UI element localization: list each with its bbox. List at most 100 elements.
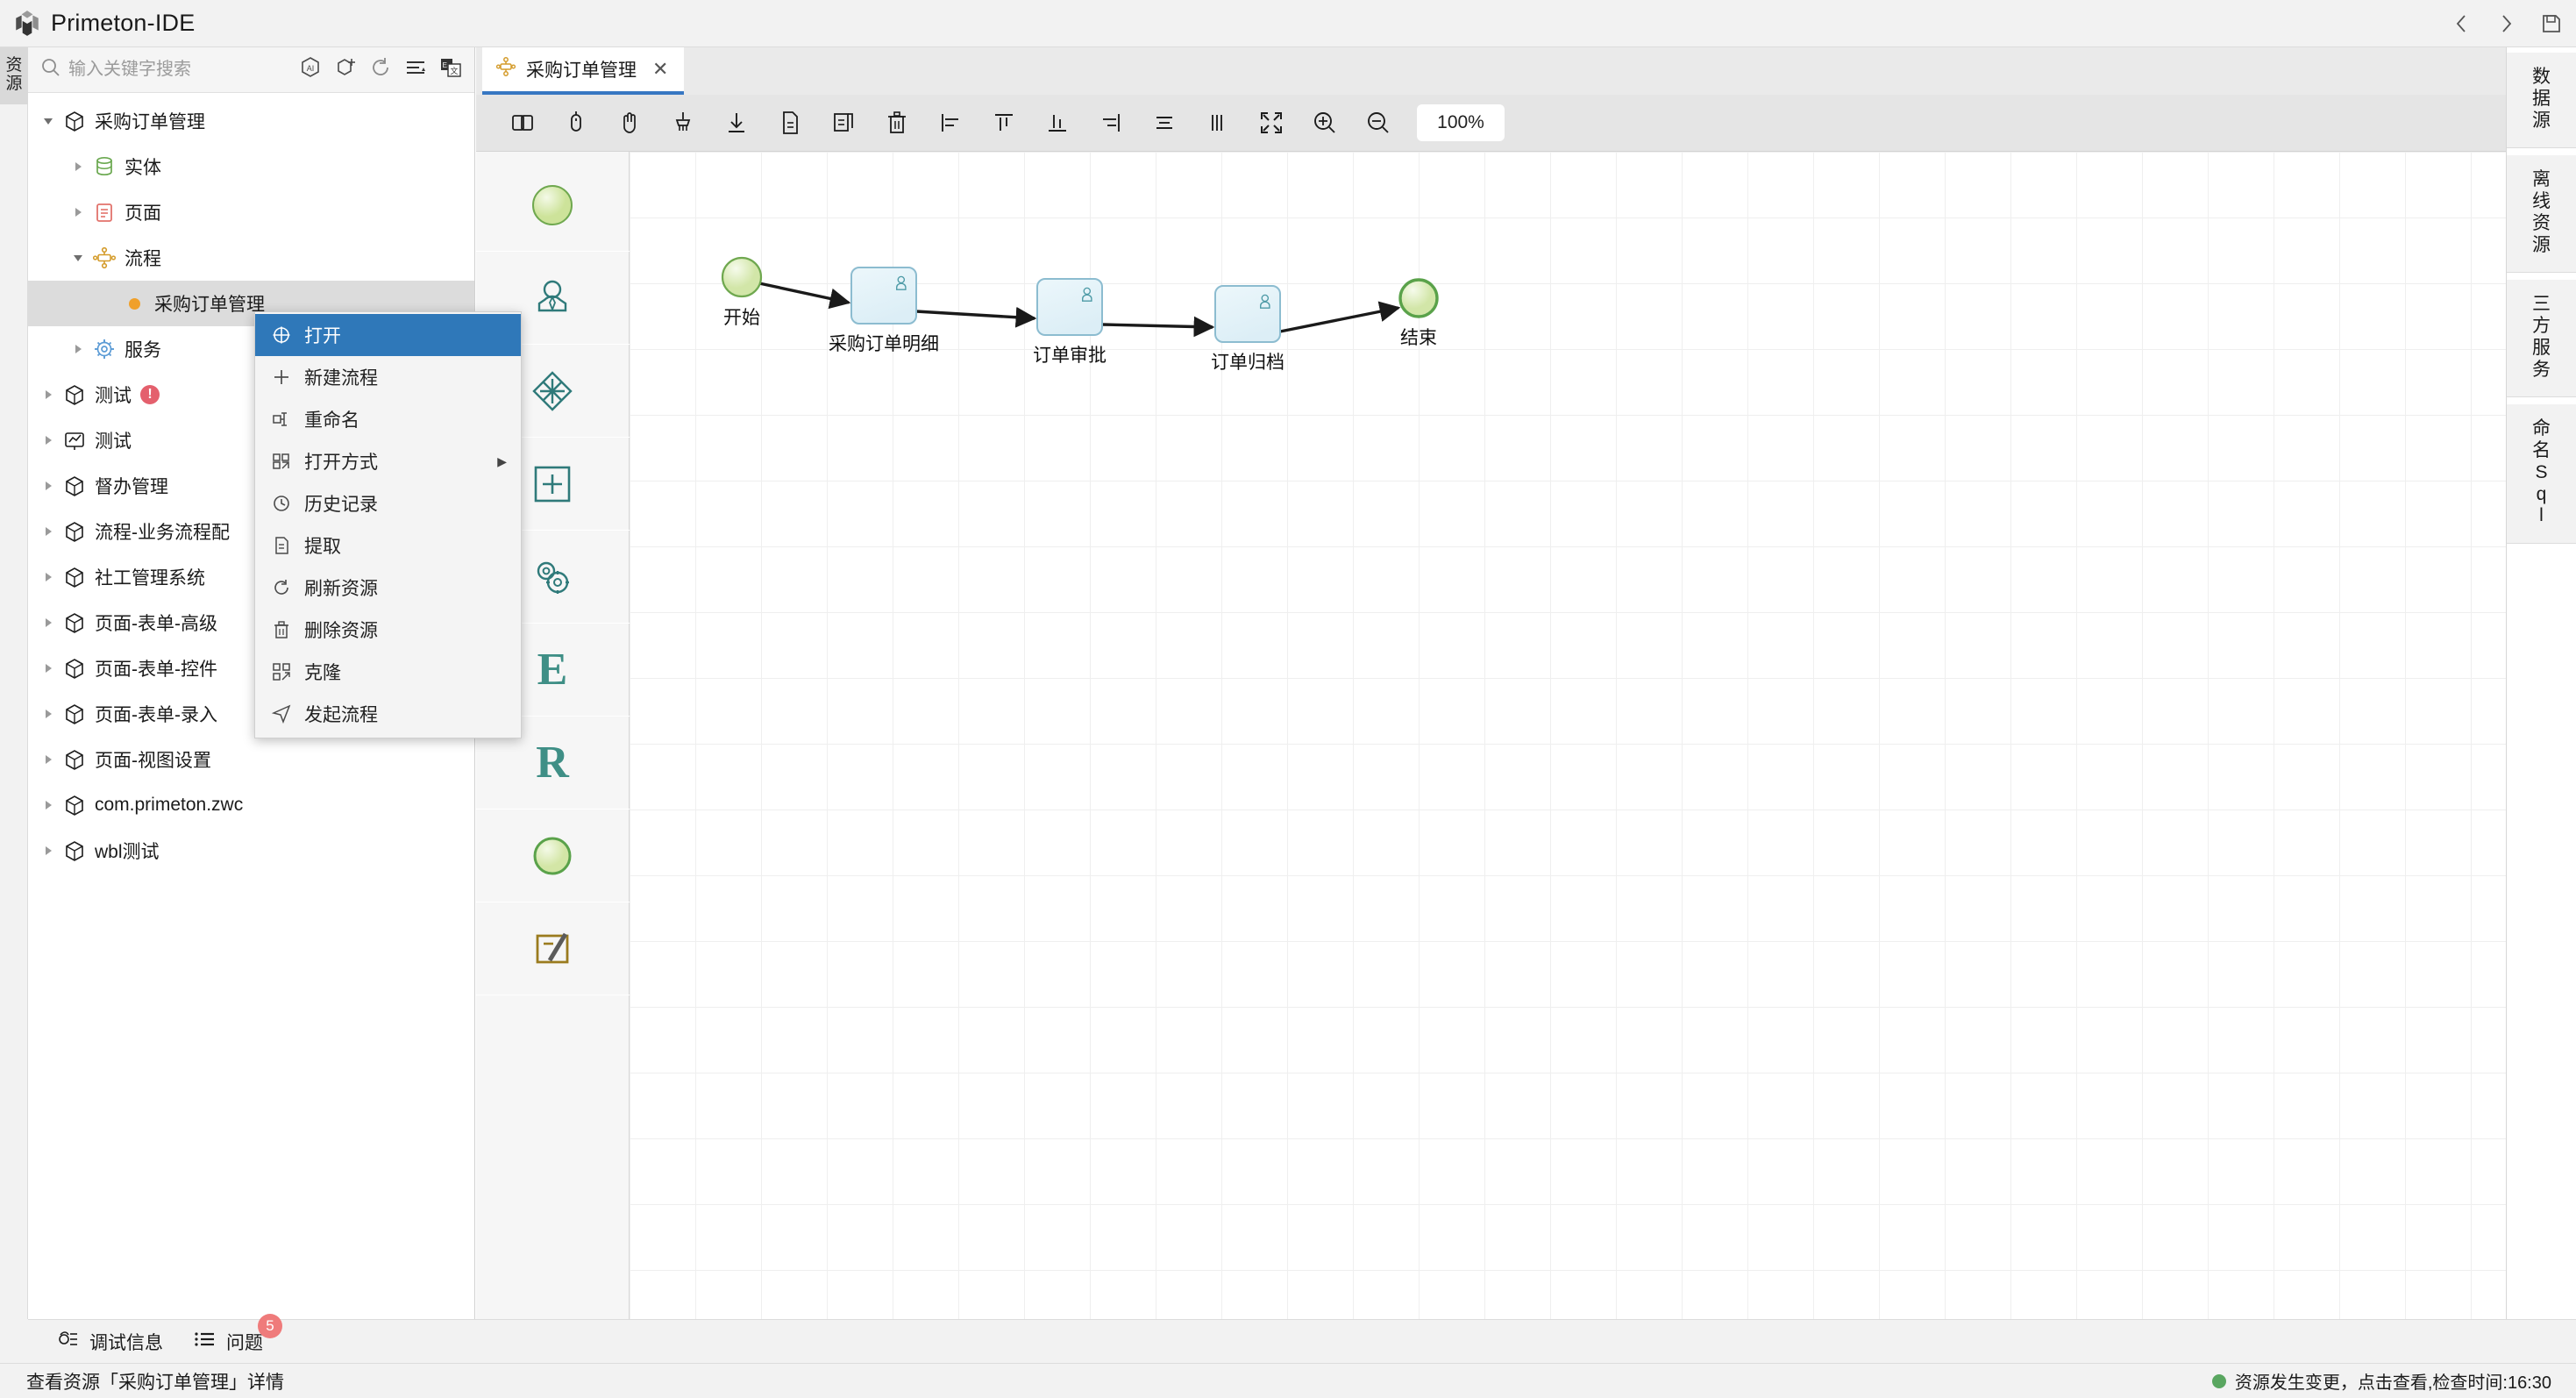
download-icon[interactable] [709, 95, 763, 152]
tree-item[interactable]: 页面-表单-高级 [28, 600, 474, 646]
trash-icon[interactable] [870, 95, 923, 152]
chevron-right-icon[interactable] [37, 480, 60, 492]
editor-tab-purchase-order[interactable]: 采购订单管理 ✕ [482, 47, 685, 95]
tree-item[interactable]: 测试! [28, 372, 474, 417]
chevron-right-icon[interactable] [67, 343, 89, 355]
collapse-all-icon[interactable] [404, 56, 427, 83]
chevron-right-icon[interactable] [37, 662, 60, 674]
search-input[interactable] [68, 60, 292, 80]
resource-tree[interactable]: 采购订单管理实体页面流程采购订单管理服务测试!测试督办管理流程-业务流程配社工管… [28, 93, 474, 1319]
chevron-right-icon[interactable] [67, 160, 89, 173]
chevron-right-icon[interactable] [37, 389, 60, 401]
align-top-icon[interactable] [977, 95, 1030, 152]
ai-assistant-icon[interactable]: AI [299, 56, 322, 83]
refresh-icon[interactable] [369, 56, 392, 83]
close-icon[interactable]: ✕ [652, 58, 669, 80]
bottom-tab-problems[interactable]: 问题 5 [193, 1313, 282, 1356]
forward-chevron-icon[interactable] [2497, 12, 2515, 35]
palette-gateway[interactable] [475, 345, 630, 438]
align-bottom-icon[interactable] [1030, 95, 1084, 152]
context-menu-item-label: 提取 [304, 537, 341, 557]
bottom-tab-debug-info[interactable]: 调试信息 [56, 1328, 163, 1356]
align-left-icon[interactable] [923, 95, 977, 152]
context-menu-item[interactable]: 克隆 [255, 651, 521, 693]
new-package-icon[interactable] [334, 56, 357, 83]
tree-item[interactable]: 社工管理系统 [28, 554, 474, 600]
flow-canvas[interactable]: 开始 采购订单明细 订单审批 订单归档 结束 [630, 152, 2506, 1319]
context-menu-item[interactable]: 新建流程 [255, 356, 521, 398]
chevron-right-icon[interactable] [37, 434, 60, 446]
save-window-icon[interactable] [2541, 13, 2562, 34]
chart-package-icon [60, 428, 89, 453]
align-right-icon[interactable] [1084, 95, 1137, 152]
zoom-in-icon[interactable] [1298, 95, 1351, 152]
tree-item[interactable]: 流程-业务流程配 [28, 509, 474, 554]
chevron-down-icon[interactable] [37, 115, 60, 127]
chevron-right-icon[interactable] [37, 708, 60, 720]
flow-diagram[interactable] [630, 152, 2295, 766]
tree-item[interactable]: wbl测试 [28, 828, 474, 874]
fit-screen-icon[interactable] [1244, 95, 1298, 152]
right-tab-third-party-service[interactable]: 三方服务 [2507, 280, 2576, 398]
context-menu-item[interactable]: 发起流程 [255, 693, 521, 735]
zoom-level-input[interactable]: 100% [1417, 104, 1505, 141]
context-menu-item[interactable]: 打开 [255, 314, 521, 356]
chevron-down-icon[interactable] [67, 252, 89, 264]
zoom-out-icon[interactable] [1351, 95, 1405, 152]
palette-start-event[interactable] [475, 159, 630, 252]
palette-r-element[interactable]: R [475, 717, 630, 810]
tree-item[interactable]: 督办管理 [28, 463, 474, 509]
context-menu[interactable]: 打开新建流程重命名打开方式▶历史记录提取刷新资源删除资源克隆发起流程 [254, 311, 522, 738]
clean-brush-icon[interactable] [656, 95, 709, 152]
tree-item[interactable]: 服务 [28, 326, 474, 372]
chevron-right-icon[interactable] [37, 753, 60, 766]
hand-pan-icon[interactable] [602, 95, 656, 152]
chevron-right-icon[interactable] [67, 206, 89, 218]
bottom-panel-bar[interactable]: 调试信息 问题 5 [28, 1313, 2576, 1363]
tree-item[interactable]: 流程 [28, 235, 474, 281]
tree-item[interactable]: 页面 [28, 189, 474, 235]
tree-item[interactable]: 实体 [28, 144, 474, 189]
chevron-right-icon[interactable] [37, 799, 60, 811]
status-message-right[interactable]: 资源发生变更，点击查看,检查时间:16:30 [2211, 1368, 2551, 1394]
tree-item[interactable]: 测试 [28, 417, 474, 463]
palette-user-task[interactable] [475, 252, 630, 345]
palette-service-task[interactable] [475, 531, 630, 624]
context-menu-item[interactable]: 删除资源 [255, 609, 521, 651]
right-tab-data-source[interactable]: 数据源 [2507, 53, 2576, 149]
align-center-horizontal-icon[interactable] [1137, 95, 1191, 152]
tree-item[interactable]: 采购订单管理 [28, 98, 474, 144]
distribute-vertical-icon[interactable] [1191, 95, 1244, 152]
context-menu-item[interactable]: 历史记录 [255, 482, 521, 524]
window-controls [2453, 0, 2562, 47]
chevron-right-icon[interactable] [37, 571, 60, 583]
palette-e-element[interactable]: E [475, 624, 630, 717]
diagram-toolbar[interactable]: 100% [476, 95, 2506, 152]
rail-tab-resources[interactable]: 资 源 [0, 47, 28, 104]
context-menu-item[interactable]: 打开方式▶ [255, 440, 521, 482]
context-menu-item-label: 打开方式 [304, 453, 378, 473]
palette-end-event[interactable] [475, 810, 630, 902]
document-icon[interactable] [763, 95, 816, 152]
tree-item[interactable]: 页面-表单-录入 [28, 691, 474, 737]
copy-shape-icon[interactable] [495, 95, 549, 152]
palette-annotation[interactable] [475, 902, 630, 995]
tree-item[interactable]: com.primeton.zwc [28, 782, 474, 828]
chevron-right-icon[interactable] [37, 845, 60, 857]
right-tab-offline-resource[interactable]: 离线资源 [2507, 155, 2576, 274]
duplicate-icon[interactable] [816, 95, 870, 152]
context-menu-item[interactable]: 刷新资源 [255, 567, 521, 609]
palette-add-node[interactable] [475, 438, 630, 531]
chevron-right-icon[interactable] [37, 617, 60, 629]
chevron-right-icon[interactable] [37, 525, 60, 538]
tree-item[interactable]: 页面-表单-控件 [28, 646, 474, 691]
tree-item[interactable]: 页面-视图设置 [28, 737, 474, 782]
context-menu-item[interactable]: 提取 [255, 524, 521, 567]
context-menu-item[interactable]: 重命名 [255, 398, 521, 440]
back-chevron-icon[interactable] [2453, 12, 2471, 35]
mouse-pointer-icon[interactable] [549, 95, 602, 152]
